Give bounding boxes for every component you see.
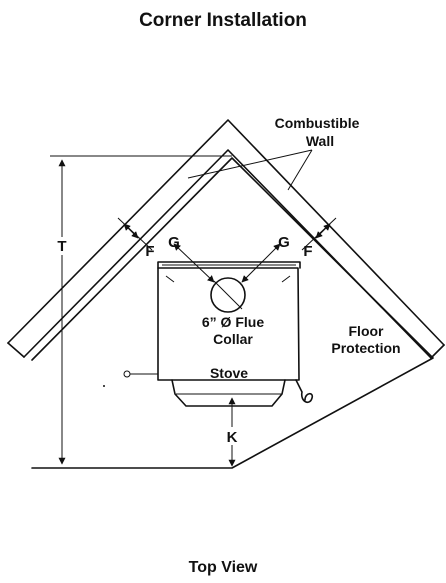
dim-t-label: T	[57, 238, 66, 255]
dim-f-left-label: F	[145, 243, 154, 260]
dimension-f-left: F	[117, 217, 155, 260]
flue-collar-diameter	[213, 280, 243, 310]
combustible-label-line2: Wall	[306, 133, 334, 149]
dimension-g-left: G	[168, 234, 215, 283]
dim-g-left-label: G	[168, 234, 180, 251]
combustible-wall	[7, 119, 445, 359]
dim-k-label: K	[227, 429, 238, 446]
stove-handle-right	[295, 379, 314, 404]
floor-protection-outline	[31, 157, 434, 469]
dimension-k: K	[224, 397, 240, 467]
wall-inner-line	[23, 149, 432, 359]
dimension-f-right: F	[301, 217, 337, 260]
page-title: Corner Installation	[139, 10, 307, 31]
wall-outer-line	[7, 119, 445, 346]
caption-top-view: Top View	[189, 559, 258, 576]
dimension-g-right: G	[241, 234, 290, 283]
floor-label-line1: Floor	[349, 323, 385, 339]
dim-g-right-label: G	[278, 234, 290, 251]
wall-leader-lines	[187, 149, 313, 191]
floor-label-line2: Protection	[331, 340, 400, 356]
stove-corner-ticks	[165, 275, 291, 283]
stray-dot	[103, 385, 105, 387]
stove-handle-knob	[123, 370, 131, 378]
dimension-t: T	[50, 155, 232, 465]
stove-skirt	[171, 379, 286, 407]
flue-label-line1: 6” Ø Flue	[202, 314, 264, 330]
stove-label: Stove	[210, 365, 248, 381]
flue-collar-circle	[210, 277, 246, 313]
dim-f-right-label: F	[303, 243, 312, 260]
wall-end-caps	[7, 342, 445, 359]
stove-top-rail	[157, 261, 301, 269]
combustible-label-line1: Combustible	[275, 115, 360, 131]
flue-label-line2: Collar	[213, 331, 253, 347]
